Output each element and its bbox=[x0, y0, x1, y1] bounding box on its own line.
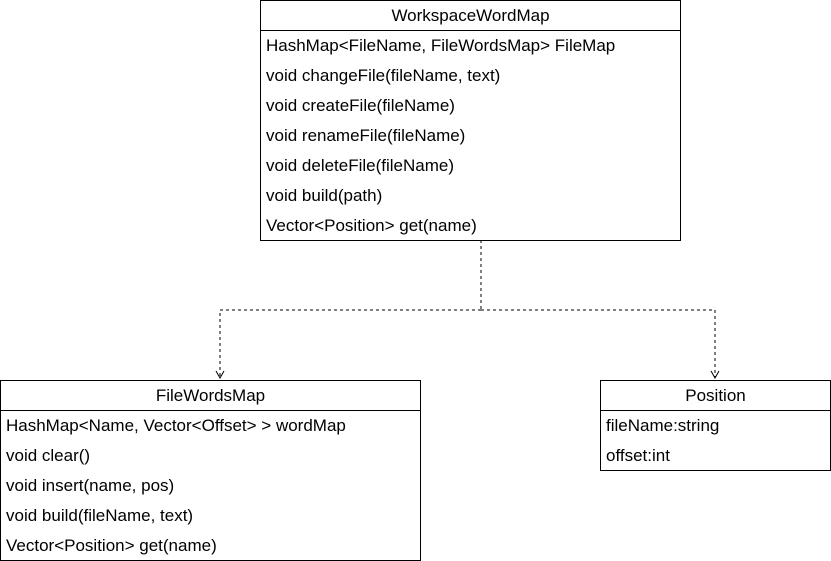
member-method: void renameFile(fileName) bbox=[266, 126, 466, 145]
member-field: offset:int bbox=[606, 446, 670, 465]
class-title: FileWordsMap bbox=[1, 381, 420, 411]
member-method: void insert(name, pos) bbox=[6, 476, 175, 495]
member-method: void changeFile(fileName, text) bbox=[266, 66, 501, 85]
class-position[interactable]: Position fileName:string offset:int bbox=[600, 380, 831, 471]
member-method: Vector<Position> get(name) bbox=[266, 216, 477, 235]
class-title: WorkspaceWordMap bbox=[261, 1, 680, 31]
dependency-line-filewordsmap bbox=[215, 309, 481, 380]
member-method: void clear() bbox=[6, 446, 91, 465]
member-field: HashMap<Name, Vector<Offset> > wordMap bbox=[6, 416, 346, 435]
class-filewordsmap[interactable]: FileWordsMap HashMap<Name, Vector<Offset… bbox=[0, 380, 421, 561]
member-list: HashMap<FileName, FileWordsMap> FileMap … bbox=[261, 31, 680, 241]
member-method: Vector<Position> get(name) bbox=[6, 536, 217, 555]
member-field: fileName:string bbox=[606, 416, 720, 435]
class-title: Position bbox=[601, 381, 830, 411]
class-workspacewordmap[interactable]: WorkspaceWordMap HashMap<FileName, FileW… bbox=[260, 0, 681, 241]
member-list: HashMap<Name, Vector<Offset> > wordMap v… bbox=[1, 411, 420, 561]
member-method: void deleteFile(fileName) bbox=[266, 156, 455, 175]
member-method: void build(fileName, text) bbox=[6, 506, 194, 525]
member-list: fileName:string offset:int bbox=[601, 411, 830, 471]
member-method: void createFile(fileName) bbox=[266, 96, 455, 115]
member-field: HashMap<FileName, FileWordsMap> FileMap bbox=[266, 36, 616, 55]
member-method: void build(path) bbox=[266, 186, 383, 205]
dependency-line-position bbox=[481, 309, 720, 380]
